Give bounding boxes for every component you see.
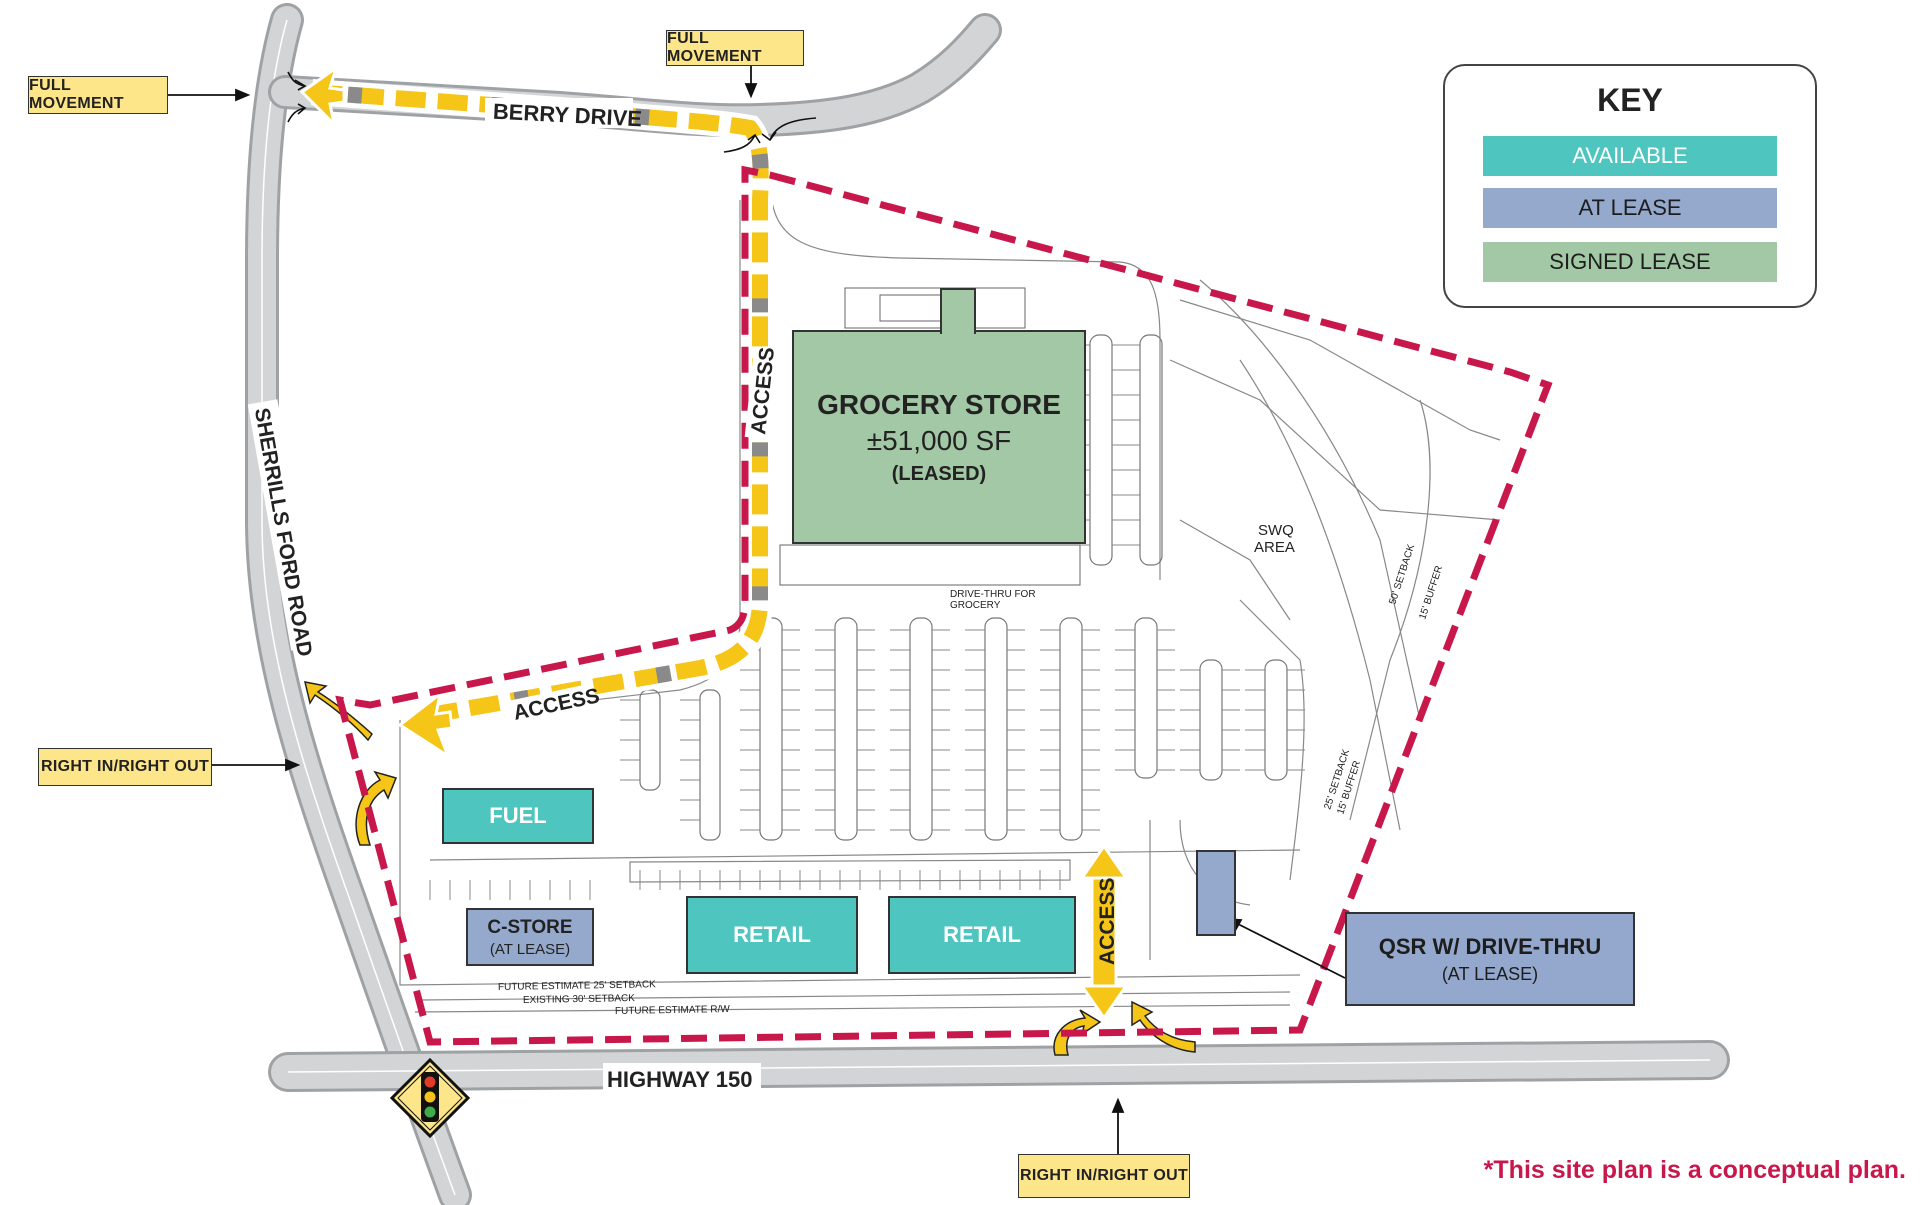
callout-full-movement-north: FULL MOVEMENT [666, 30, 804, 66]
key-available: AVAILABLE [1483, 136, 1777, 176]
cstore-name: C-STORE [487, 916, 573, 938]
grocery-size: ±51,000 SF [866, 424, 1012, 456]
key-title: KEY [1597, 82, 1663, 118]
access-route [311, 79, 774, 728]
property-boundary [335, 165, 1553, 1046]
intersection-marks [287, 71, 817, 153]
grocery-entry-wing [940, 288, 976, 334]
map-key: KEY AVAILABLE AT LEASE SIGNED LEASE [1443, 64, 1817, 308]
swq-label-2: AREA [1254, 539, 1295, 556]
rw-future-label: FUTURE ESTIMATE R/W [615, 1004, 731, 1017]
setback-50-label: 50' SETBACK [1387, 543, 1417, 606]
callout-full-movement-west: FULL MOVEMENT [28, 76, 168, 114]
fuel-building[interactable]: FUEL [442, 788, 594, 844]
setback-existing-label: EXISTING 30' SETBACK [523, 993, 635, 1006]
access-route-path [311, 79, 774, 728]
access-label-south: ACCESS [1096, 877, 1119, 965]
parking-rows [639, 334, 1288, 841]
fuel-name: FUEL [489, 803, 547, 828]
west-access-arrow [397, 690, 454, 760]
key-at-lease: AT LEASE [1483, 188, 1777, 228]
buffer-15-label: 15' BUFFER [1417, 564, 1445, 620]
setback-future-label: FUTURE ESTIMATE 25' SETBACK [498, 979, 656, 993]
drive-thru-label-2: GROCERY [950, 600, 1001, 611]
south-access-arrow [1079, 843, 1129, 1021]
turn-arrows [304, 681, 1196, 1056]
grocery-name: GROCERY STORE [817, 388, 1061, 420]
qsr-status: (AT LEASE) [1441, 963, 1539, 984]
grocery-store-building[interactable]: GROCERY STORE ±51,000 SF (LEASED) [792, 330, 1086, 544]
swq-label-1: SWQ [1258, 522, 1294, 539]
retail-1-name: RETAIL [733, 922, 811, 947]
drive-thru-label-1: DRIVE-THRU FOR [950, 589, 1036, 600]
callout-right-in-out-west: RIGHT IN/RIGHT OUT [38, 748, 212, 786]
traffic-signal-icon [389, 1057, 471, 1139]
grocery-status: (LEASED) [891, 462, 987, 485]
qsr-name: QSR W/ DRIVE-THRU [1378, 933, 1602, 959]
retail-2-name: RETAIL [943, 922, 1021, 947]
berry-access-arrow [299, 64, 346, 129]
retail-building-1[interactable]: RETAIL [686, 896, 858, 974]
access-labels: ACCESS ACCESS ACCESS [506, 346, 1119, 965]
retail-building-2[interactable]: RETAIL [888, 896, 1076, 974]
callout-right-in-out-south: RIGHT IN/RIGHT OUT [1018, 1154, 1190, 1198]
key-signed-lease: SIGNED LEASE [1483, 242, 1777, 282]
qsr-building[interactable] [1196, 850, 1236, 936]
highway-150-label: HIGHWAY 150 [607, 1067, 753, 1092]
disclaimer-text: *This site plan is a conceptual plan. [1483, 1156, 1906, 1184]
cstore-building[interactable]: C-STORE (AT LEASE) [466, 908, 594, 966]
qsr-label-box: QSR W/ DRIVE-THRU (AT LEASE) [1345, 912, 1635, 1006]
site-linework [399, 177, 1501, 1013]
cstore-status: (AT LEASE) [489, 940, 571, 958]
